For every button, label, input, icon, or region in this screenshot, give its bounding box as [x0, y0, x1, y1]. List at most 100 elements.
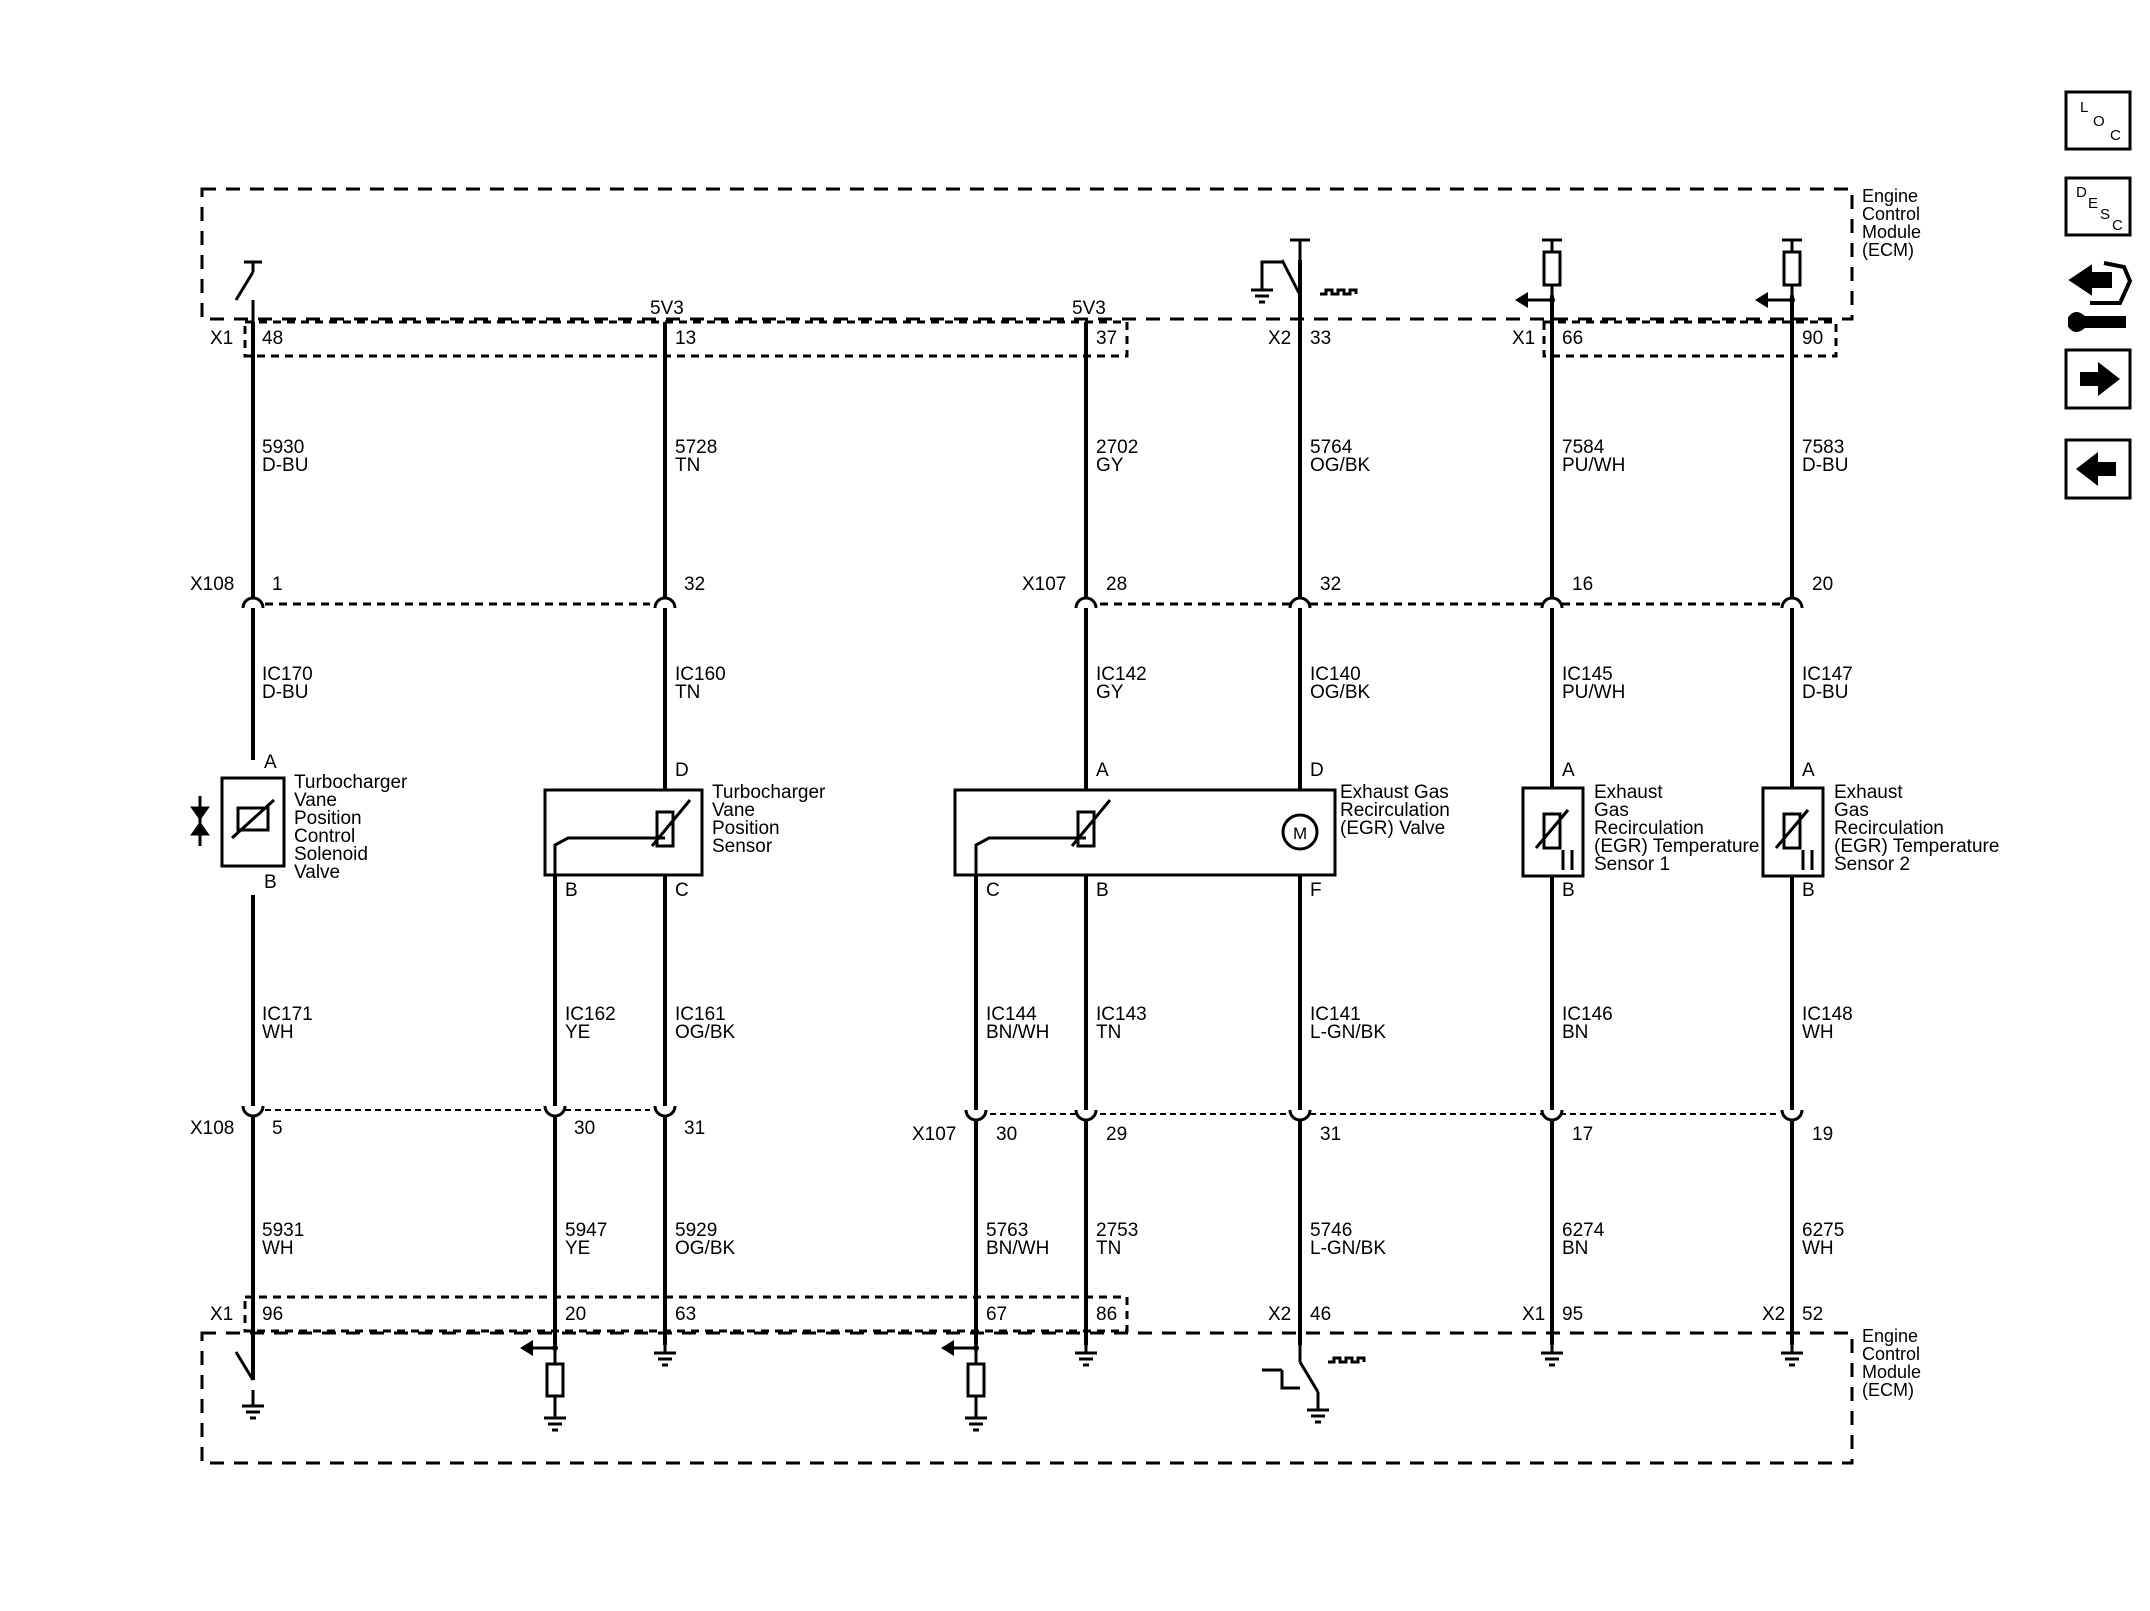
svg-text:A: A [264, 752, 277, 773]
loc-letter-2: O [2093, 113, 2105, 130]
svg-text:Gas: Gas [1594, 800, 1629, 821]
connector-x1-top-strip-right [1542, 320, 1838, 358]
egr-valve-name: Exhaust Gas [1340, 782, 1449, 803]
svg-text:5947: 5947 [565, 1220, 607, 1241]
svg-text:96: 96 [262, 1304, 283, 1325]
signal-arrow-icon [941, 1340, 954, 1356]
svg-text:30: 30 [574, 1118, 595, 1139]
svg-text:(EGR) Temperature: (EGR) Temperature [1834, 836, 1999, 857]
svg-text:B: B [264, 872, 277, 893]
loc-letter-3: C [2110, 127, 2121, 144]
svg-text:IC144: IC144 [986, 1004, 1037, 1025]
svg-text:Engine: Engine [1862, 1326, 1918, 1346]
loc-button[interactable]: L O C [2064, 90, 2132, 151]
svg-text:IC160: IC160 [675, 664, 726, 685]
egr-temp-1-name: Exhaust [1594, 782, 1663, 803]
svg-text:X107: X107 [912, 1124, 956, 1145]
svg-text:D-BU: D-BU [262, 455, 308, 476]
svg-text:C: C [675, 880, 689, 901]
svg-text:L-GN/BK: L-GN/BK [1310, 1022, 1386, 1043]
svg-text:Recirculation: Recirculation [1834, 818, 1944, 839]
ecm-internal-bottom [234, 1345, 1366, 1410]
svg-text:IC161: IC161 [675, 1004, 726, 1025]
svg-text:86: 86 [1096, 1304, 1117, 1325]
svg-text:YE: YE [565, 1022, 590, 1043]
ecm-internal-top [234, 238, 1802, 322]
svg-text:48: 48 [262, 328, 283, 349]
desc-button[interactable]: D E S C [2064, 176, 2132, 237]
svg-text:5764: 5764 [1310, 437, 1353, 458]
svg-text:52: 52 [1802, 1304, 1823, 1325]
egr-temp-sensor-2 [1761, 786, 1825, 878]
ecm-label-top: Engine Control Module (ECM) [1862, 186, 1921, 260]
svg-text:Solenoid: Solenoid [294, 844, 368, 865]
svg-text:32: 32 [684, 574, 705, 595]
desc-letter-4: C [2112, 217, 2123, 234]
svg-text:OG/BK: OG/BK [1310, 455, 1371, 476]
ecm-label-bottom: Engine Control Module (ECM) [1862, 1326, 1921, 1400]
signal-arrow-icon [1755, 292, 1768, 308]
svg-text:20: 20 [565, 1304, 586, 1325]
svg-text:IC141: IC141 [1310, 1004, 1361, 1025]
svg-text:IC143: IC143 [1096, 1004, 1147, 1025]
svg-text:Sensor 2: Sensor 2 [1834, 854, 1910, 875]
svg-text:Engine: Engine [1862, 186, 1918, 206]
svg-text:IC146: IC146 [1562, 1004, 1613, 1025]
svg-text:7584: 7584 [1562, 437, 1605, 458]
next-page-arrow-icon[interactable] [2064, 348, 2132, 410]
svg-text:5V3: 5V3 [1072, 298, 1106, 319]
svg-text:(ECM): (ECM) [1862, 1380, 1914, 1400]
svg-text:30: 30 [996, 1124, 1017, 1145]
egr-temp-sensor-1 [1521, 786, 1585, 878]
svg-text:95: 95 [1562, 1304, 1583, 1325]
svg-text:(ECM): (ECM) [1862, 240, 1914, 260]
svg-text:L-GN/BK: L-GN/BK [1310, 1238, 1386, 1259]
svg-text:X108: X108 [190, 1118, 234, 1139]
svg-text:TN: TN [675, 455, 700, 476]
svg-text:IC142: IC142 [1096, 664, 1147, 685]
svg-text:Vane: Vane [712, 800, 755, 821]
loc-letter-1: L [2080, 99, 2088, 116]
signal-arrow-icon [520, 1340, 533, 1356]
previous-page-arrow-icon[interactable] [2064, 438, 2132, 500]
svg-text:5746: 5746 [1310, 1220, 1352, 1241]
svg-text:F: F [1310, 880, 1322, 901]
desc-letter-1: D [2076, 184, 2087, 201]
svg-text:5930: 5930 [262, 437, 304, 458]
svg-text:5: 5 [272, 1118, 283, 1139]
svg-text:D-BU: D-BU [1802, 682, 1848, 703]
svg-text:IC147: IC147 [1802, 664, 1853, 685]
svg-text:19: 19 [1812, 1124, 1833, 1145]
svg-text:OG/BK: OG/BK [675, 1238, 736, 1259]
svg-text:X107: X107 [1022, 574, 1066, 595]
turbo-vane-solenoid-valve [190, 776, 286, 868]
svg-text:D: D [1310, 760, 1324, 781]
svg-text:B: B [565, 880, 578, 901]
svg-text:TN: TN [1096, 1238, 1121, 1259]
svg-text:WH: WH [1802, 1238, 1834, 1259]
svg-text:A: A [1802, 760, 1815, 781]
svg-text:PU/WH: PU/WH [1562, 455, 1625, 476]
svg-text:90: 90 [1802, 328, 1823, 349]
svg-text:(EGR) Temperature: (EGR) Temperature [1594, 836, 1759, 857]
svg-text:Module: Module [1862, 222, 1921, 242]
svg-text:13: 13 [675, 328, 696, 349]
svg-text:Module: Module [1862, 1362, 1921, 1382]
svg-text:(EGR) Valve: (EGR) Valve [1340, 818, 1445, 839]
svg-text:6275: 6275 [1802, 1220, 1844, 1241]
svg-text:A: A [1562, 760, 1575, 781]
svg-text:X1: X1 [210, 1304, 233, 1325]
svg-text:GY: GY [1096, 682, 1124, 703]
svg-text:D-BU: D-BU [262, 682, 308, 703]
svg-text:29: 29 [1106, 1124, 1127, 1145]
svg-text:28: 28 [1106, 574, 1127, 595]
svg-text:66: 66 [1562, 328, 1583, 349]
inline-terminals [241, 596, 1804, 1122]
svg-text:X1: X1 [1522, 1304, 1545, 1325]
turbo-vane-position-sensor [543, 788, 704, 877]
connector-repair-icon[interactable] [2068, 261, 2133, 332]
svg-text:OG/BK: OG/BK [1310, 682, 1371, 703]
svg-text:1: 1 [272, 574, 283, 595]
svg-text:IC162: IC162 [565, 1004, 616, 1025]
